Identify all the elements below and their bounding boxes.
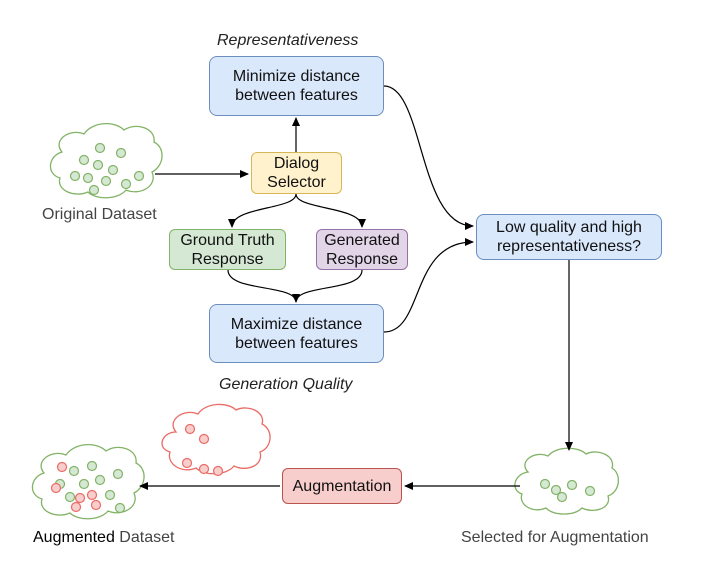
representativeness-label: Representativeness [217, 32, 359, 49]
minimize-line-1: Minimize distance [232, 68, 361, 85]
augmented-dataset-cloud [31, 444, 145, 520]
maximize-line-2: between features [235, 334, 358, 352]
generated-line-1: Generated [324, 231, 400, 249]
generated-samples-cloud [161, 403, 271, 477]
augmented-green-points [54, 460, 126, 514]
ground-line-2: Response [191, 250, 264, 268]
augmentation-box: Augmentation [282, 468, 402, 504]
generation-quality-label: Generation Quality [219, 376, 353, 393]
selected-cloud [514, 447, 619, 515]
lowq-line-1: Low quality and high [496, 219, 642, 236]
dataset-word: Dataset [114, 529, 175, 546]
augmentation-label: Augmentation [292, 477, 392, 495]
minimize-distance-box: Minimize distance between features [209, 56, 384, 116]
original-dataset-points [69, 142, 145, 196]
dialog-line-1: Dialog [273, 155, 320, 172]
augmented-word: Augmented [33, 529, 115, 546]
maximize-line-1: Maximize distance [230, 315, 363, 333]
generated-samples-points [181, 423, 224, 477]
minimize-line-2: between features [235, 87, 358, 104]
augmented-dataset-label: Augmented Dataset [33, 528, 174, 547]
generated-line-2: Response [325, 250, 399, 268]
dialog-line-2: Selector [267, 174, 326, 191]
lowq-line-2: representativeness? [496, 238, 642, 255]
ground-line-1: Ground Truth [180, 231, 275, 249]
selected-for-augmentation-label: Selected for Augmentation [461, 529, 649, 546]
low-quality-high-representativeness-box: Low quality and high representativeness? [476, 214, 662, 260]
original-dataset-cloud [49, 123, 163, 199]
augmented-red-points [50, 461, 102, 513]
selected-points [539, 478, 596, 503]
original-dataset-label: Original Dataset [42, 206, 157, 223]
connectors [139, 85, 573, 490]
